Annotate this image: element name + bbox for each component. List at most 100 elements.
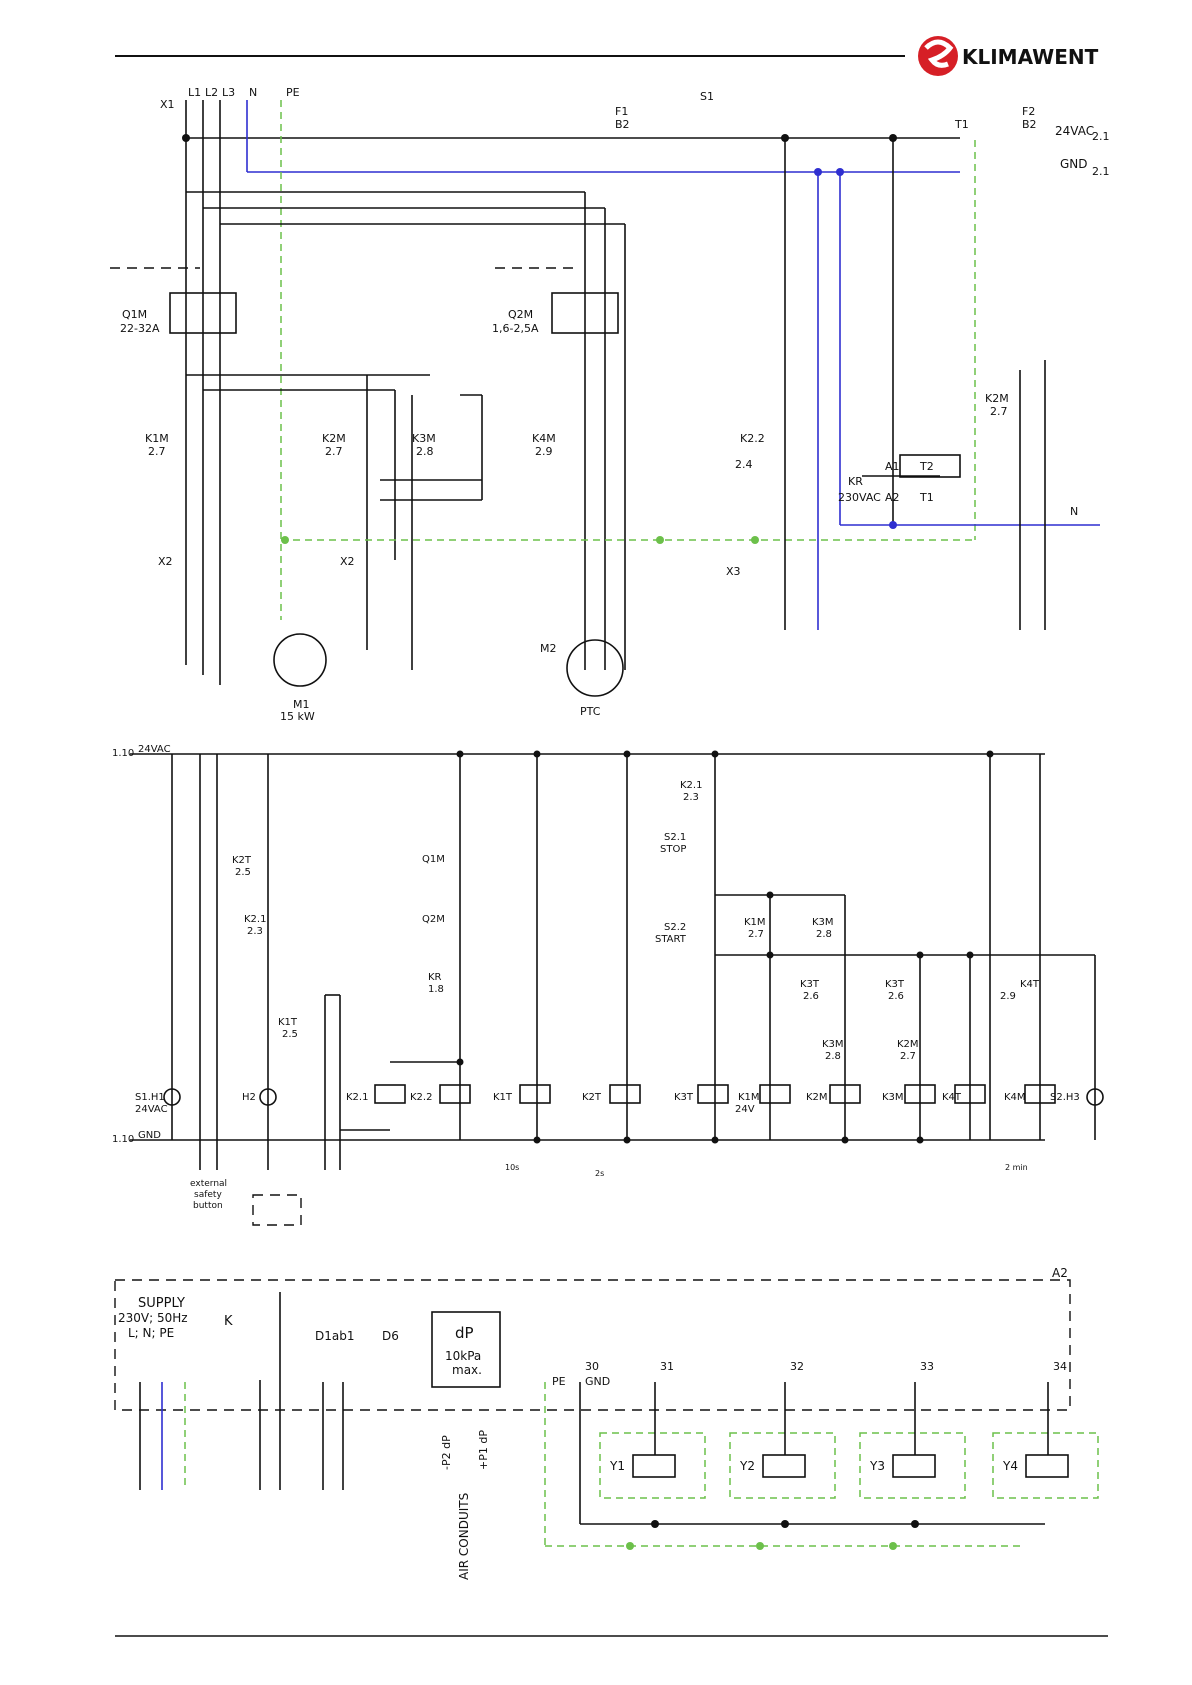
- label-k2m-ref: 2.7: [325, 445, 343, 458]
- label-k2m: K2M: [322, 432, 346, 445]
- klimawent-logo-icon: [918, 36, 958, 76]
- label-coil-24vac: 24VAC: [135, 1104, 168, 1115]
- label-x3: X3: [726, 565, 741, 578]
- label-dp-pressure: 10kPa: [445, 1349, 481, 1363]
- label-s1-h1: S1.H1: [135, 1092, 165, 1103]
- label-gnd: GND: [1060, 157, 1088, 171]
- label-k2m-aux: K2M: [985, 392, 1009, 405]
- label-k2-1-coil: K2.1: [346, 1092, 368, 1103]
- label-k2t-ref: 2.5: [235, 867, 251, 878]
- label-start: START: [655, 934, 687, 945]
- label-k1m-ref: 2.7: [148, 445, 166, 458]
- label-terminal-31: 31: [660, 1360, 674, 1373]
- label-q2m-range: 1,6-2,5A: [492, 322, 539, 335]
- label-k1m: K1M: [145, 432, 169, 445]
- label-pe: PE: [286, 86, 300, 99]
- label-board-gnd: GND: [585, 1375, 610, 1388]
- label-k2-2-coil: K2.2: [410, 1092, 432, 1103]
- label-k3t-b-ref: 2.6: [888, 991, 904, 1002]
- label-k3t: K3T: [800, 979, 820, 990]
- label-f1: F1: [615, 105, 628, 118]
- label-k2t: K2T: [232, 855, 252, 866]
- label-l3: L3: [222, 86, 235, 99]
- label-m1-power: 15 kW: [280, 710, 315, 723]
- label-kr-aux-ref: 1.8: [428, 984, 444, 995]
- board-a2: [114, 1279, 1099, 1550]
- label-k3m-aux-ref: 2.8: [816, 929, 832, 940]
- label-k1t-ref: 2.5: [282, 1029, 298, 1040]
- label-f2-b2: B2: [1022, 118, 1037, 131]
- label-m1: M1: [293, 698, 310, 711]
- label-m2: M2: [540, 642, 557, 655]
- label-k3m-ref: 2.8: [416, 445, 434, 458]
- label-t1: T1: [954, 118, 969, 131]
- label-k3t-b: K3T: [885, 979, 905, 990]
- ref-1-10-b: 1.10: [112, 1134, 134, 1145]
- control-circuit: [130, 750, 1104, 1226]
- label-dp: dP: [455, 1324, 474, 1342]
- label-k3m-aux: K3M: [812, 917, 834, 928]
- label-dp-max: max.: [452, 1363, 482, 1377]
- label-k2m-b-ref: 2.7: [900, 1051, 916, 1062]
- label-k1m-aux: K1M: [744, 917, 766, 928]
- label-l1: L1: [188, 86, 201, 99]
- label-air-conduits: AIR CONDUITS: [457, 1493, 471, 1580]
- label-d6: D6: [382, 1329, 399, 1343]
- label-s2-1: S2.1: [664, 832, 686, 843]
- label-p1: +P1 dP: [477, 1430, 490, 1470]
- label-terminal-33: 33: [920, 1360, 934, 1373]
- label-valve-y4: Y4: [1002, 1459, 1018, 1473]
- label-k3m-coil: K3M: [882, 1092, 904, 1103]
- label-k2-1b-ref: 2.3: [683, 792, 699, 803]
- label-x2: X2: [158, 555, 173, 568]
- label-f1-b2: B2: [615, 118, 630, 131]
- label-valve-y1: Y1: [609, 1459, 625, 1473]
- label-supply: SUPPLY: [138, 1296, 185, 1311]
- label-kr: KR: [848, 475, 863, 488]
- label-k3m-b-ref: 2.8: [825, 1051, 841, 1062]
- label-h2: H2: [242, 1092, 256, 1103]
- label-timer-10s: 10s: [505, 1163, 519, 1172]
- label-timer-2s: 2s: [595, 1169, 604, 1178]
- power-circuit: [110, 100, 1100, 697]
- label-k2t-coil: K2T: [582, 1092, 602, 1103]
- label-k3m-b: K3M: [822, 1039, 844, 1050]
- label-terminal-34: 34: [1053, 1360, 1067, 1373]
- label-k2-2: K2.2: [740, 432, 765, 445]
- label-ptc: PTC: [580, 705, 601, 718]
- label-board-pe: PE: [552, 1375, 566, 1388]
- label-timer-2min: 2 min: [1005, 1163, 1028, 1172]
- label-coil-24v: 24V: [735, 1104, 755, 1115]
- label-a2: A2: [1052, 1266, 1068, 1280]
- label-k4m: K4M: [532, 432, 556, 445]
- label-kr-voltage: 230VAC: [838, 491, 881, 504]
- label-k4t: K4T: [1020, 979, 1040, 990]
- label-k2m-coil: K2M: [806, 1092, 828, 1103]
- label-q1m-aux: Q1M: [422, 854, 445, 865]
- label-l2: L2: [205, 86, 218, 99]
- label-stop: STOP: [660, 844, 686, 855]
- label-control-24vac: 24VAC: [138, 744, 171, 755]
- ref-1-10-a: 1.10: [112, 748, 134, 759]
- label-q2m-aux: Q2M: [422, 914, 445, 925]
- label-k4t-coil: K4T: [942, 1092, 962, 1103]
- label-k3m: K3M: [412, 432, 436, 445]
- label-k1t-coil: K1T: [493, 1092, 513, 1103]
- label-k3t-ref: 2.6: [803, 991, 819, 1002]
- label-x2b: X2: [340, 555, 355, 568]
- label-k2-1b: K2.1: [680, 780, 702, 791]
- label-k1t: K1T: [278, 1017, 298, 1028]
- label-supply-conductors: L; N; PE: [128, 1326, 174, 1340]
- label-kr-aux: KR: [428, 972, 442, 983]
- label-24vac: 24VAC: [1055, 124, 1094, 138]
- label-button: button: [193, 1201, 223, 1211]
- label-terminal-30: 30: [585, 1360, 599, 1373]
- label-k2m-b: K2M: [897, 1039, 919, 1050]
- label-supply-voltage: 230V; 50Hz: [118, 1311, 188, 1325]
- label-s1: S1: [700, 90, 714, 103]
- label-k2-1-ref: 2.3: [247, 926, 263, 937]
- label-k1m-coil: K1M: [738, 1092, 760, 1103]
- brand-name: KLIMAWENT: [962, 45, 1099, 69]
- label-kr-t2: T2: [919, 460, 934, 473]
